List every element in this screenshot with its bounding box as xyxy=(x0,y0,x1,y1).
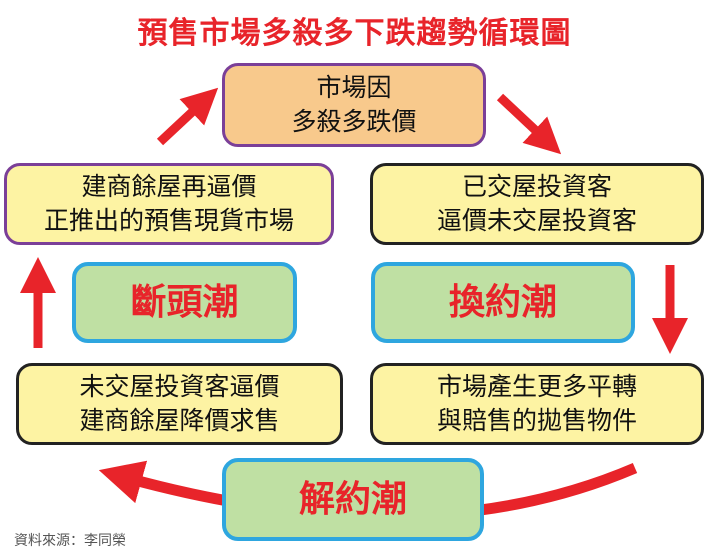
box-line: 未交屋投資客逼價 xyxy=(79,372,280,401)
source-note: 資料來源：李同榮 xyxy=(14,533,126,549)
wave-label: 解約潮 xyxy=(298,478,407,520)
box-line: 正推出的預售現貨市場 xyxy=(43,206,294,235)
wave-margin-call: 斷頭潮 xyxy=(72,262,297,343)
arrow-top-left xyxy=(156,87,219,146)
wave-label: 斷頭潮 xyxy=(130,281,239,323)
box-line: 多殺多跌價 xyxy=(291,107,417,136)
box-market-crash: 市場因 多殺多跌價 xyxy=(222,63,486,147)
box-undelivered-investors: 未交屋投資客逼價 建商餘屋降價求售 xyxy=(16,363,343,445)
diagram-title: 預售市場多殺多下跌趨勢循環圖 xyxy=(137,16,572,51)
box-line: 與賠售的拋售物件 xyxy=(436,406,637,435)
box-line: 市場因 xyxy=(316,73,392,102)
box-line: 建商餘屋再逼價 xyxy=(81,172,257,201)
box-line: 已交屋投資客 xyxy=(461,172,612,201)
box-sell-off: 市場產生更多平轉 與賠售的拋售物件 xyxy=(370,363,704,445)
box-line: 市場產生更多平轉 xyxy=(436,372,637,401)
wave-contract-transfer: 換約潮 xyxy=(371,262,635,343)
wave-cancellation: 解約潮 xyxy=(222,458,484,541)
box-line: 逼價未交屋投資客 xyxy=(436,206,637,235)
arrow-top-right xyxy=(496,93,562,155)
box-builder-inventory: 建商餘屋再逼價 正推出的預售現貨市場 xyxy=(4,163,334,245)
box-line: 建商餘屋降價求售 xyxy=(79,406,280,435)
box-delivered-investors: 已交屋投資客 逼價未交屋投資客 xyxy=(370,163,704,245)
wave-label: 換約潮 xyxy=(448,281,557,323)
